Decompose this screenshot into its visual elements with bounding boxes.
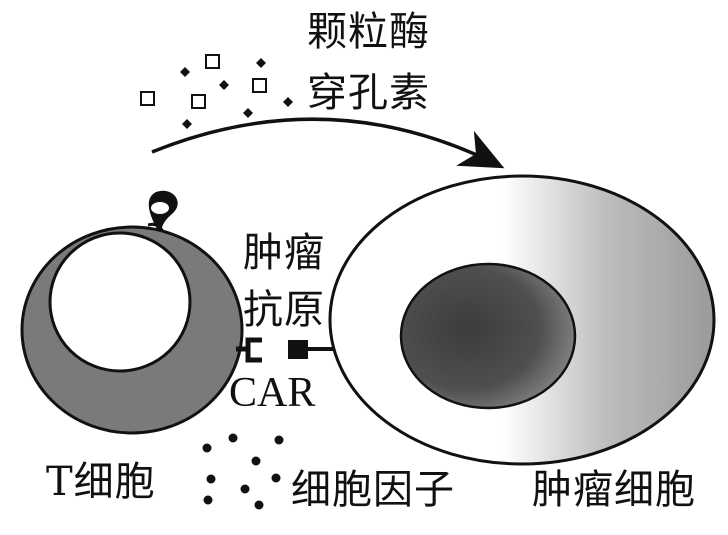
release-arrow — [151, 117, 505, 169]
square-particle — [191, 94, 206, 109]
square-particle — [205, 54, 220, 69]
square-particle — [252, 78, 267, 93]
tumor-antigen-label-line2: 抗原 — [243, 287, 325, 333]
diamond-particle — [243, 108, 253, 118]
car-label: CAR — [229, 370, 316, 416]
car-receptor — [236, 337, 262, 363]
diamond-particle — [182, 119, 192, 129]
t-cell — [20, 190, 244, 435]
diamond-particle — [180, 67, 190, 77]
square-particle — [140, 91, 155, 106]
t-cell-nucleus — [48, 231, 192, 373]
perforin-label: 穿孔素 — [307, 70, 430, 116]
granzyme-perforin-particles — [140, 54, 293, 129]
tumor-cell-label: 肿瘤细胞 — [532, 467, 696, 513]
diamond-particle — [256, 58, 266, 68]
tumor-antigen-label-line1: 肿瘤 — [243, 230, 325, 276]
cytokine-label: 细胞因子 — [291, 467, 455, 513]
tumor-nucleus — [399, 262, 577, 410]
cytokine-particles — [202, 433, 284, 510]
tumor-antigen-marker — [288, 340, 333, 359]
t-cell-label: T细胞 — [46, 459, 156, 505]
diamond-particle — [283, 97, 293, 107]
diamond-particle — [219, 80, 229, 90]
tumor-cell — [328, 174, 716, 466]
granzyme-label: 颗粒酶 — [307, 9, 430, 55]
